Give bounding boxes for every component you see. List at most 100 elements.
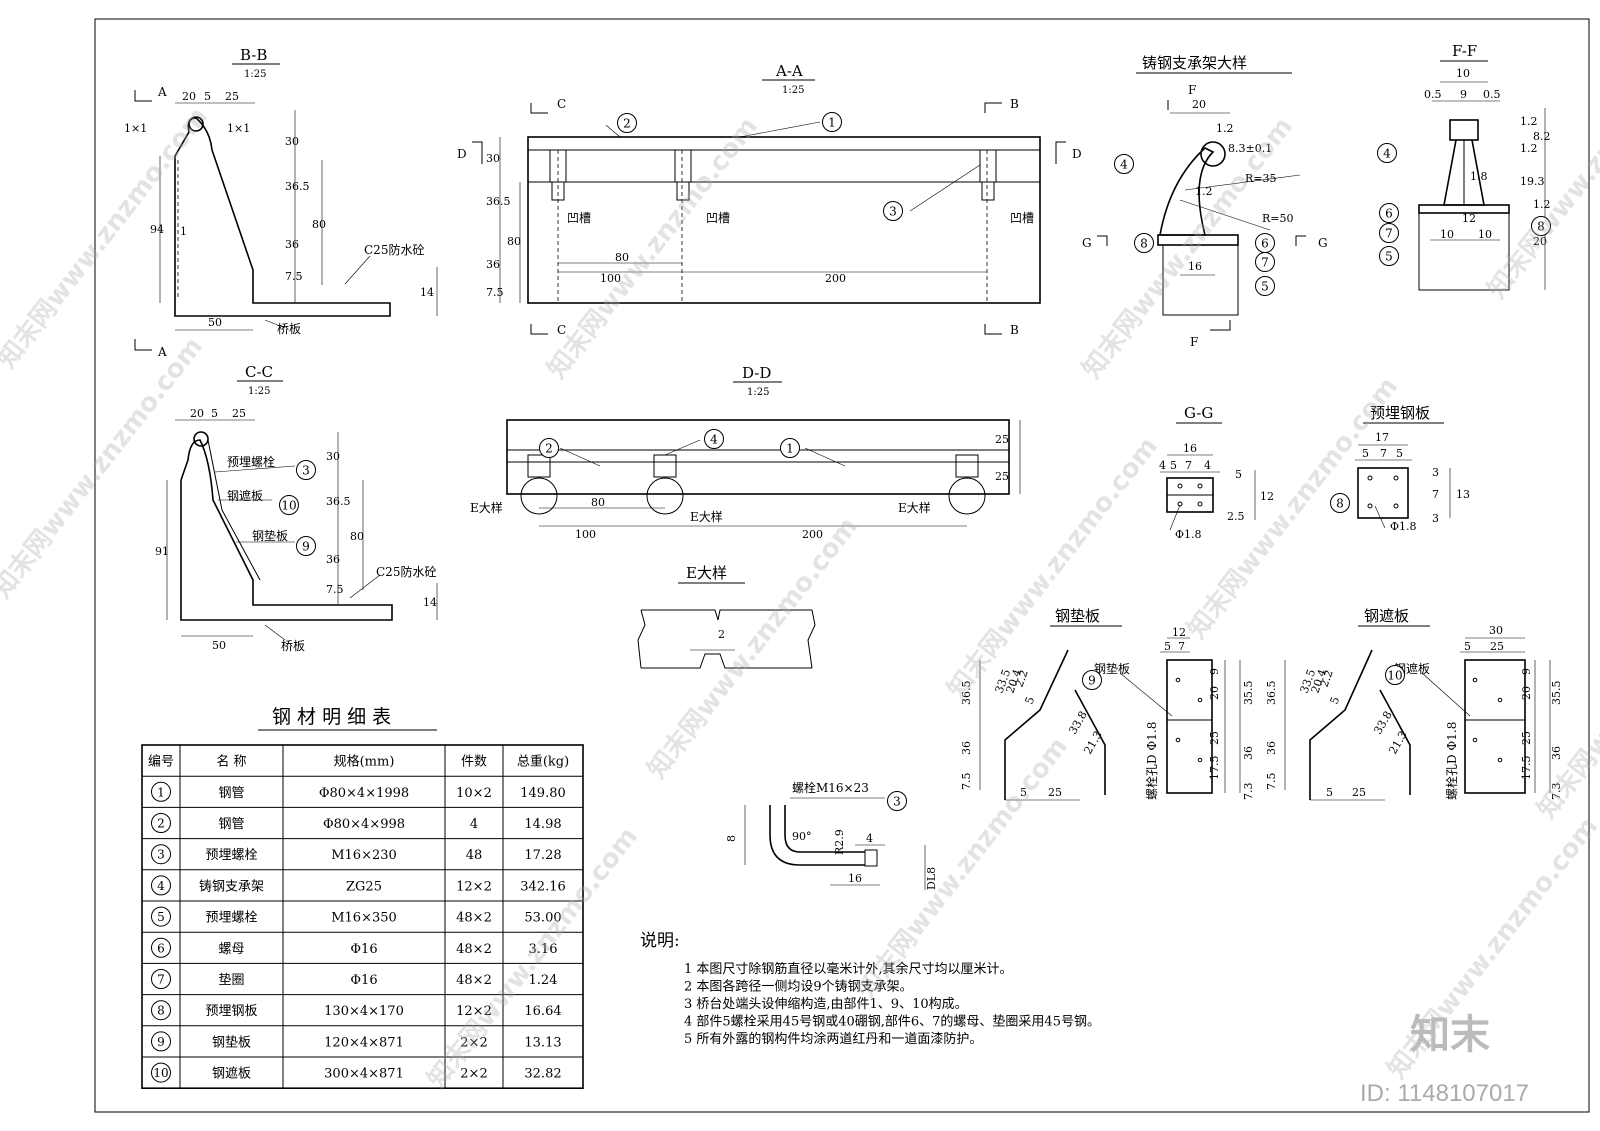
- table-cell-number: 9: [157, 1035, 165, 1049]
- dim: 36: [285, 238, 299, 251]
- dim: 12: [1172, 626, 1186, 639]
- table-cell: 12×2: [456, 1004, 492, 1019]
- part-marker-number: 4: [1383, 147, 1391, 161]
- dim: 50: [212, 639, 226, 652]
- table-cell: 螺母: [218, 942, 244, 957]
- part-marker-number: 6: [1385, 207, 1393, 221]
- dim: 4: [1159, 459, 1166, 472]
- part-marker-number: 9: [302, 540, 310, 554]
- row-number-circle: [151, 875, 171, 896]
- part-marker: 2: [539, 438, 559, 458]
- dim: 2.2: [1318, 668, 1336, 689]
- aa-groove1: 凹槽: [567, 211, 591, 225]
- dim: 1.2: [1520, 115, 1538, 128]
- table-title: 钢 材 明 细 表: [272, 706, 391, 728]
- table-cell: 钢管: [218, 786, 244, 801]
- table-cell: 预埋螺栓: [205, 848, 257, 863]
- part-marker: 3: [887, 791, 907, 811]
- table-cell-number: 3: [157, 848, 165, 862]
- table-cell-number: 7: [157, 973, 165, 987]
- dim: 25: [1490, 640, 1504, 653]
- row-number-circle: [151, 937, 171, 958]
- part-marker: 8: [1531, 216, 1551, 236]
- part-marker: 6: [1379, 203, 1399, 223]
- dd-e2: E大样: [690, 509, 723, 524]
- section-dd: D-D 1:25 80 100 200 25 25 E大样 E大样 E大样: [470, 364, 1021, 541]
- post: [674, 149, 692, 183]
- part-marker: 1: [822, 112, 842, 132]
- dim: 5: [1020, 786, 1027, 799]
- dim: 36: [1265, 741, 1278, 755]
- dim: 90°: [792, 830, 812, 843]
- table-cell: 53.00: [524, 911, 561, 926]
- dim: 5: [1464, 640, 1471, 653]
- dim: 33.8: [1371, 709, 1395, 737]
- part-marker: 10: [1385, 665, 1405, 685]
- bracket-f-top: F: [1188, 83, 1196, 97]
- part-marker-number: 5: [1261, 280, 1269, 294]
- table-cell: 48: [466, 848, 483, 863]
- dim: 100: [575, 528, 596, 541]
- part-marker-number: 3: [302, 464, 310, 478]
- note-line: 3 桥台处端头设伸缩构造,由部件1、9、10构成。: [684, 996, 968, 1012]
- dim: 5: [1170, 459, 1177, 472]
- plate-title: 预埋钢板: [1370, 404, 1430, 422]
- site-watermark: 知末网www.znzmo.com: [942, 432, 1164, 704]
- steel-shield-plate: 钢遮板 钢遮板 螺栓孔D Φ1.8 36.5 36 7.5 5 25 30 5 …: [1265, 607, 1563, 801]
- row-number-circle: [151, 1031, 171, 1052]
- padplate-title: 钢垫板: [1055, 607, 1100, 625]
- dim: 25: [995, 433, 1009, 446]
- part-marker: 7: [1255, 252, 1275, 272]
- dim: Φ1.8: [1390, 520, 1417, 533]
- dim: 19.3: [1520, 175, 1545, 188]
- dim: 17.5: [1520, 756, 1533, 781]
- table-cell: 3.16: [529, 942, 558, 957]
- dim: 0.5: [1424, 88, 1442, 101]
- dim: 80: [350, 530, 364, 543]
- dim: 7: [1432, 488, 1439, 501]
- dd-e1: E大样: [470, 500, 503, 515]
- dim: 36.5: [1265, 681, 1278, 706]
- dim: 1.2: [1520, 142, 1538, 155]
- dim: 20: [1208, 686, 1221, 700]
- dim: 25: [1352, 786, 1366, 799]
- gg-title: G-G: [1184, 404, 1213, 422]
- aa-groove3: 凹槽: [1010, 211, 1034, 225]
- dim: 7.5: [285, 270, 303, 283]
- aa-b-top: B: [1010, 97, 1019, 111]
- dim: 80: [615, 251, 629, 264]
- part-marker: 2: [617, 113, 637, 133]
- dim: 2: [718, 628, 725, 641]
- cc-c25: C25防水砼: [376, 564, 436, 579]
- dim: 1: [180, 225, 187, 238]
- cc-scale: 1:25: [248, 386, 270, 397]
- part-marker-number: 3: [889, 205, 897, 219]
- dim: 35.5: [1242, 681, 1255, 706]
- dim: 5: [1362, 447, 1369, 460]
- dim: 33.8: [1066, 709, 1090, 737]
- dim: 5: [1023, 695, 1038, 706]
- bb-a-top: A: [157, 85, 167, 99]
- aa-c-top: C: [557, 97, 566, 111]
- row-number-circle: [151, 844, 171, 865]
- aa-d-left: D: [457, 147, 467, 161]
- part-marker: 4: [1114, 154, 1134, 174]
- dim: DL8: [925, 867, 938, 890]
- ff-title: F-F: [1452, 42, 1477, 60]
- part-marker: 9: [296, 536, 316, 556]
- e-title: E大样: [686, 564, 727, 582]
- row-number-circle: [151, 1062, 171, 1083]
- section-cc: C-C 1:25 20 5 25 30 36.5 80 36 7.5 91 50…: [155, 363, 438, 653]
- part-marker-number: 2: [545, 442, 553, 456]
- dim: 16: [848, 872, 862, 885]
- dim: 9: [1460, 88, 1467, 101]
- dim: Φ1.8: [1175, 528, 1202, 541]
- table-cell-number: 2: [157, 817, 165, 831]
- dim: 1.2: [1216, 122, 1234, 135]
- dim: 9: [1208, 668, 1221, 675]
- detail-e: E大样 2: [637, 564, 816, 669]
- part-marker-number: 4: [710, 433, 718, 447]
- dim: 1.2: [1533, 198, 1551, 211]
- dim: 36: [486, 258, 500, 271]
